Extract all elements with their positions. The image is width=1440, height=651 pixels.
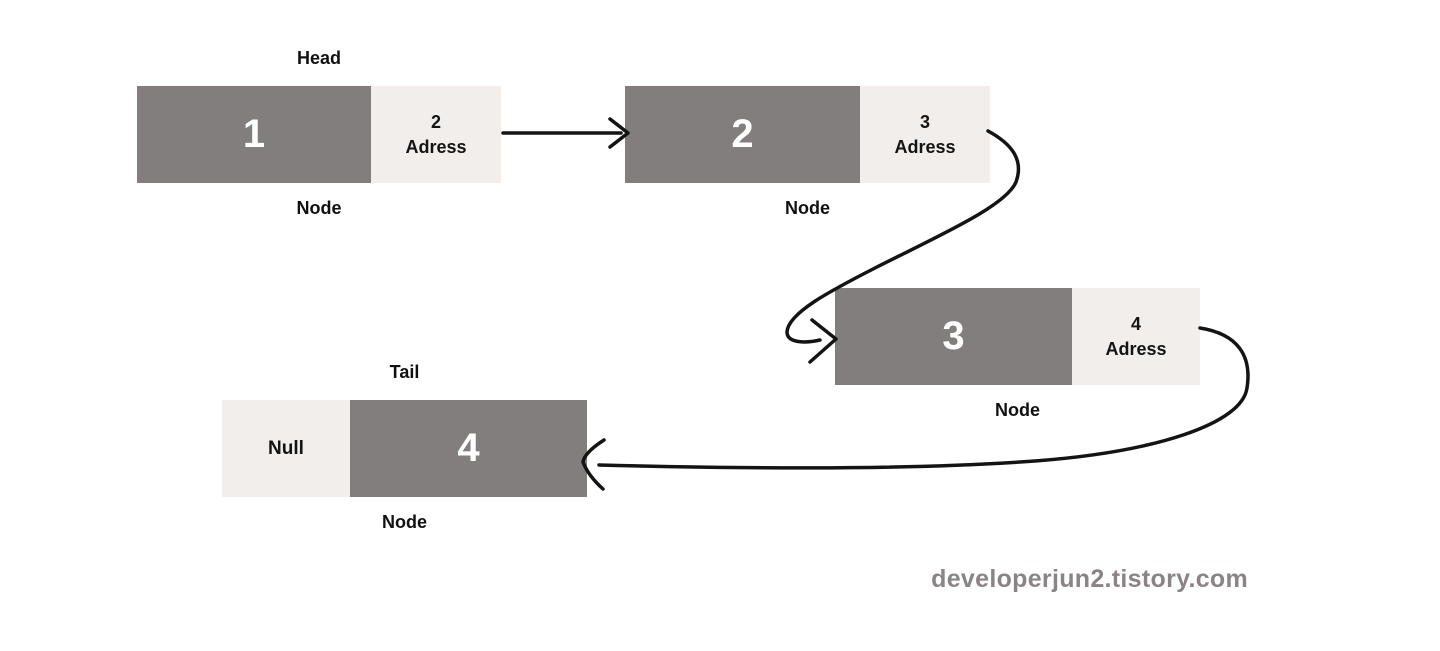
node-4-boxes: Null 4 (222, 400, 587, 497)
node-1-caption: Node (296, 198, 342, 218)
node-1-address-value: 2 (430, 112, 441, 133)
linked-list-node-4: Tail Null 4 Node (222, 360, 587, 534)
linked-list-node-3: 3 4 Adress Node (835, 248, 1200, 422)
node-4-caption: Node (382, 512, 427, 532)
node-2-top-spacer (625, 46, 990, 70)
linked-list-node-2: 2 3 Adress Node (625, 46, 990, 220)
node-4-null-cell: Null (222, 400, 350, 497)
head-label: Head (296, 48, 341, 68)
node-1-value-cell: 1 (137, 86, 371, 183)
node-2-address-cell: 3 Adress (860, 86, 990, 183)
node-3-top-spacer (835, 248, 1200, 272)
node-3-address-caption: Adress (1105, 338, 1167, 359)
node-1-boxes: 1 2 Adress (137, 86, 501, 183)
node-2-address-caption: Adress (894, 136, 956, 157)
node-3-address-value: 4 (1130, 314, 1141, 335)
arrow-node2-to-node3-head (808, 318, 838, 364)
node-3-address-cell: 4 Adress (1072, 288, 1200, 385)
watermark: developerjun2.tistory.com (931, 565, 1248, 593)
node-2-address-value: 3 (919, 112, 930, 133)
node-2-boxes: 2 3 Adress (625, 86, 990, 183)
node-3-value-cell: 3 (835, 288, 1072, 385)
linked-list-node-1: Head 1 2 Adress Node (137, 46, 501, 220)
node-3-boxes: 3 4 Adress (835, 288, 1200, 385)
node-2-caption: Node (785, 198, 830, 218)
tail-label: Tail (389, 362, 420, 382)
node-1-address-caption: Adress (405, 136, 467, 157)
node-4-value-cell: 4 (350, 400, 587, 497)
node-2-value-cell: 2 (625, 86, 860, 183)
node-3-caption: Node (995, 400, 1040, 420)
node-1-address-cell: 2 Adress (371, 86, 501, 183)
